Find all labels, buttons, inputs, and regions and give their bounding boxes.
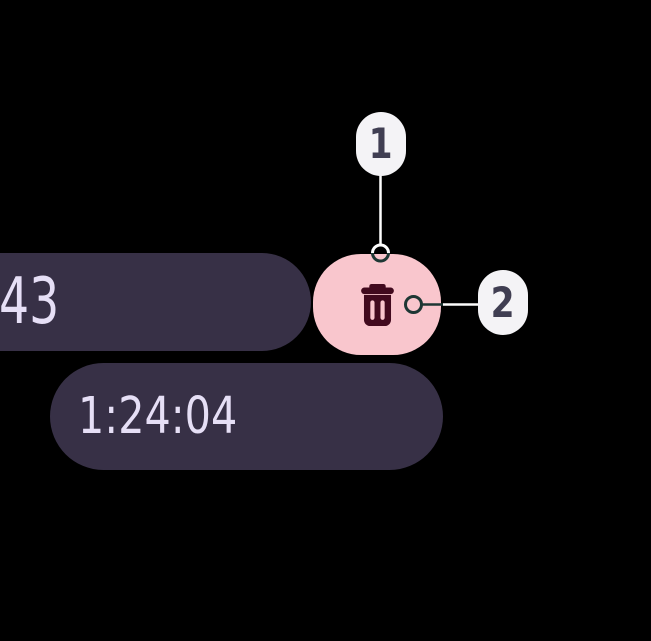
annotation-badge-1: 1 (356, 112, 406, 176)
timer-pill-primary: 43 (0, 253, 311, 351)
trash-icon (360, 283, 394, 326)
annotation-badge-1-label: 1 (369, 119, 393, 168)
annotation-badge-2: 2 (478, 270, 528, 335)
timer-value-primary: 43 (0, 265, 60, 339)
timer-value-secondary: 1:24:04 (78, 387, 238, 446)
timer-pill-secondary: 1:24:04 (50, 363, 443, 470)
delete-timer-button[interactable] (313, 254, 441, 355)
annotation-badge-2-label: 2 (491, 277, 515, 327)
marker-ring-1-top (371, 243, 390, 254)
